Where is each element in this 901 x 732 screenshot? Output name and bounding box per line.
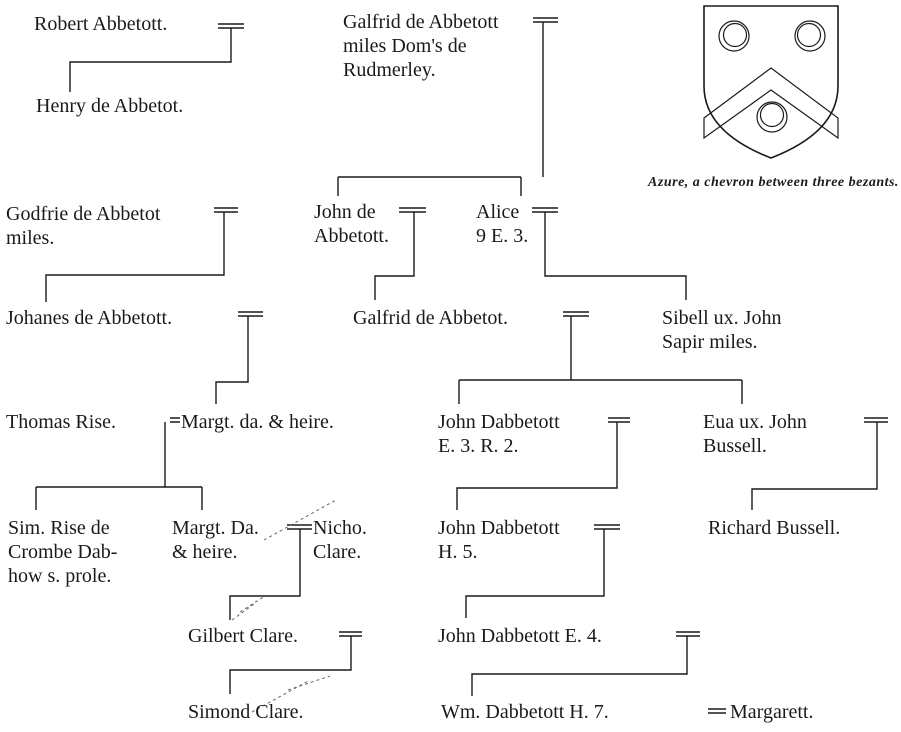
coat-of-arms-caption: Azure, a chevron between three bezants.: [648, 175, 899, 190]
person-sim-rise: Sim. Rise de Crombe Dab- how s. prole.: [8, 517, 118, 587]
person-galfrid-de-abbetott-senior: Galfrid de Abbetott miles Dom's de Rudme…: [343, 11, 499, 81]
person-richard-bussell: Richard Bussell.: [708, 517, 841, 539]
person-nicho-clare: Nicho. Clare.: [313, 517, 367, 563]
person-margarett: Margarett.: [730, 701, 814, 723]
person-margt-da: Margt. Da. & heire.: [172, 517, 259, 563]
person-thomas-rise: Thomas Rise.: [6, 411, 116, 433]
person-alice: Alice 9 E. 3.: [476, 201, 529, 247]
person-galfrid-de-abbetot-junior: Galfrid de Abbetot.: [353, 307, 508, 329]
person-john-dabbetott-e4: John Dabbetott E. 4.: [438, 625, 602, 647]
person-john-de-abbetott: John de Abbetott.: [314, 201, 389, 247]
person-johanes-de-abbetott: Johanes de Abbetott.: [6, 307, 173, 329]
person-margt-da-heire: Margt. da. & heire.: [181, 411, 334, 433]
person-simond-clare: Simond Clare.: [188, 701, 304, 723]
person-john-dabbetott-e3: John Dabbetott E. 3. R. 2.: [438, 411, 560, 457]
person-robert-abbetott: Robert Abbetott.: [34, 13, 168, 35]
person-eua: Eua ux. John Bussell.: [703, 411, 807, 457]
person-john-dabbetott-h5: John Dabbetott H. 5.: [438, 517, 560, 563]
person-gilbert-clare: Gilbert Clare.: [188, 625, 298, 647]
person-godfrie-de-abbetot: Godfrie de Abbetot miles.: [6, 203, 161, 249]
person-sibell: Sibell ux. John Sapir miles.: [662, 307, 782, 353]
person-henry-de-abbetot: Henry de Abbetot.: [36, 95, 184, 117]
person-wm-dabbetott: Wm. Dabbetott H. 7.: [441, 701, 609, 723]
